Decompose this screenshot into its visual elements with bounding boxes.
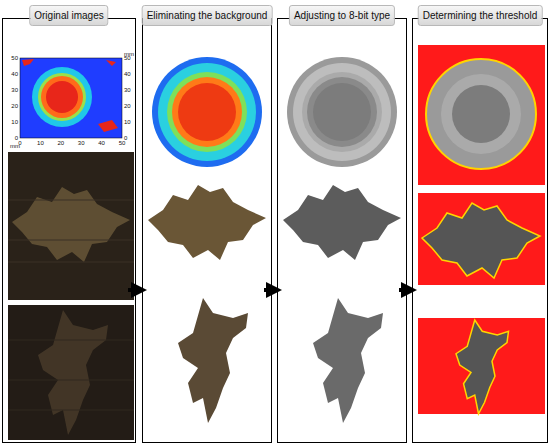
flow-arrow (264, 288, 278, 292)
damage-area (456, 320, 509, 414)
ring (32, 67, 92, 127)
speckle (22, 59, 118, 132)
photo (8, 305, 134, 440)
axis-tick: 0 (124, 135, 127, 141)
core (313, 83, 371, 141)
step-heading: Adjusting to 8-bit type (289, 5, 395, 26)
axis-tick: 10 (37, 140, 44, 146)
plot-area (20, 58, 122, 138)
ring (441, 74, 521, 154)
axis-tick: 40 (124, 71, 131, 77)
axis-tick: 10 (11, 119, 18, 125)
ring (158, 63, 256, 161)
threshold-ground (418, 193, 545, 285)
core (46, 81, 78, 113)
axis-tick: 20 (57, 140, 64, 146)
axis-tick: 20 (11, 103, 18, 109)
ring (307, 77, 377, 147)
axis-unit: mm (10, 143, 20, 149)
ring (41, 76, 83, 118)
ring (426, 59, 536, 169)
flow-arrow (399, 288, 413, 292)
scan-streak (8, 200, 134, 262)
axis-tick: 30 (78, 140, 85, 146)
axis-tick: 20 (124, 103, 131, 109)
step-panel: Adjusting to 8-bit type (277, 18, 407, 443)
ring (287, 57, 397, 167)
ring (167, 72, 247, 152)
axis-tick: 10 (124, 119, 131, 125)
ring (38, 73, 86, 121)
ring (172, 77, 242, 147)
damage-area (422, 203, 540, 278)
axis-tick: 30 (124, 87, 131, 93)
axis-tick: 0 (15, 135, 18, 141)
damage-area (283, 185, 401, 260)
step-panel: Eliminating the background (142, 18, 272, 443)
step-panel: Original images (2, 18, 136, 443)
step-heading: Determining the threshold (418, 5, 543, 26)
axis-tick: 50 (11, 55, 18, 61)
ring (293, 63, 391, 161)
threshold-ground (418, 318, 545, 414)
step-heading: Original images (29, 5, 108, 26)
damage-area (38, 310, 108, 435)
scan-streak (8, 340, 134, 410)
core (178, 83, 236, 141)
damage-area (178, 298, 248, 423)
threshold-ground (418, 45, 545, 185)
ring (302, 72, 382, 152)
axis-unit: mm (124, 51, 134, 57)
damage-area (313, 298, 383, 423)
damage-area (12, 187, 130, 262)
step-heading: Eliminating the background (142, 5, 273, 26)
step-panel: Determining the threshold (412, 18, 548, 443)
core (452, 85, 510, 143)
damage-area (148, 185, 266, 260)
ring (152, 57, 262, 167)
axis-tick: 30 (11, 87, 18, 93)
axis-tick: 40 (11, 71, 18, 77)
plot-ground (8, 50, 134, 150)
axis-tick: 40 (98, 140, 105, 146)
photo (8, 152, 134, 300)
